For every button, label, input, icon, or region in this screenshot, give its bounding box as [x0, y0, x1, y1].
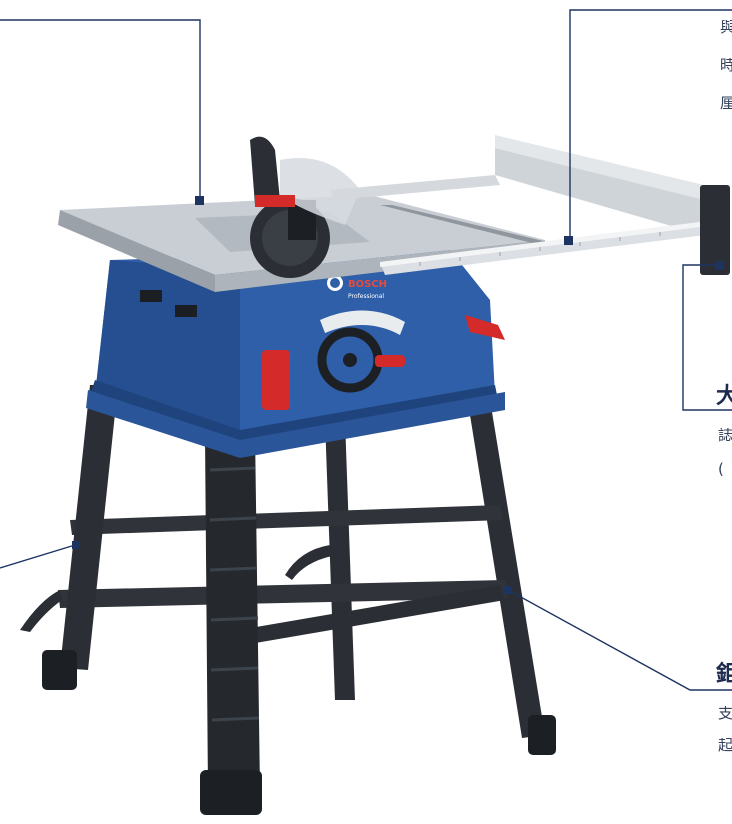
cross-bar-front — [210, 585, 505, 650]
callout-top-right-line-3: 厘 — [720, 96, 732, 111]
callout-line-middle-right — [682, 264, 732, 411]
power-switch — [262, 350, 290, 410]
callout-line-top-left — [0, 19, 201, 200]
blade-guard — [250, 136, 280, 205]
cross-bar-upper — [70, 505, 503, 535]
model-label: Professional — [348, 293, 384, 300]
fence-lock — [700, 185, 730, 275]
callout-line-top-right — [569, 9, 732, 240]
front-leg-center — [205, 432, 260, 792]
fence-bar — [495, 135, 725, 205]
callout-bottom-right-line-2: 起 — [718, 738, 732, 753]
callout-top-right-line-1: 與 — [720, 20, 732, 35]
callout-top-right-line-2: 時 — [720, 58, 732, 73]
leg-foot-right — [528, 715, 556, 755]
table-top — [58, 136, 560, 292]
callout-lines — [0, 9, 732, 691]
rip-fence — [330, 135, 730, 275]
back-leg-right — [470, 412, 545, 738]
saw-body: BOSCH Professional — [86, 250, 505, 458]
callout-middle-right-heading: 大 — [716, 384, 732, 409]
callout-line-bottom-right — [507, 589, 732, 691]
callout-dots — [72, 196, 724, 594]
brand-mark: BOSCH — [348, 279, 387, 290]
leg-foot-left — [42, 650, 77, 690]
callout-line-left — [0, 544, 76, 569]
stand — [20, 385, 556, 815]
callout-middle-right-line-2: ( — [718, 462, 724, 477]
back-leg-left — [325, 420, 355, 700]
callout-bottom-right-heading: 鉅 — [716, 662, 732, 687]
front-leg-left — [60, 385, 118, 670]
cross-bar-lower — [58, 580, 508, 608]
callout-bottom-right-line-1: 支 — [718, 706, 732, 721]
leg-foot-center — [200, 770, 262, 815]
callout-middle-right-line-1: 誌 — [718, 428, 732, 443]
